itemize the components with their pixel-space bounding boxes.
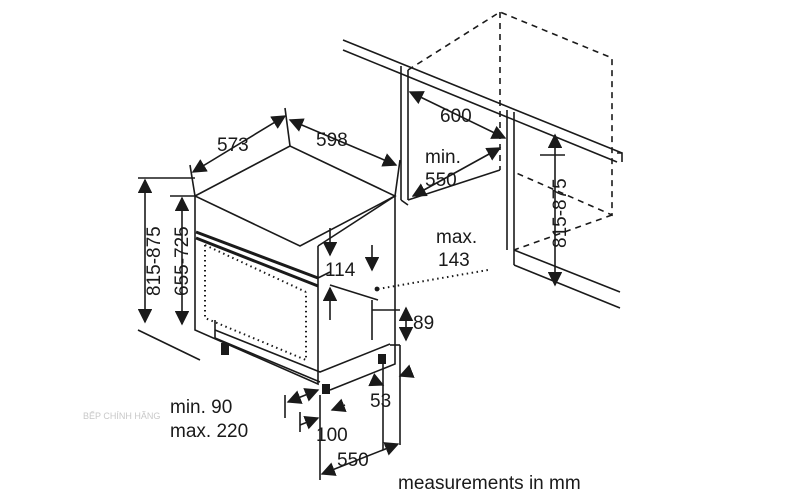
label-foot-min: min. 90 — [170, 397, 232, 418]
dimension-lines — [137, 91, 565, 480]
label-panel-gap-114: 114 — [325, 260, 356, 281]
label-niche-depth-min: min. — [425, 147, 461, 168]
label-panel-max-value: 143 — [438, 250, 470, 271]
label-niche-height: 815-875 — [550, 178, 571, 248]
label-units-note: measurements in mm — [398, 473, 581, 494]
label-niche-depth-value: 550 — [425, 170, 457, 191]
label-panel-max: max. — [436, 227, 477, 248]
label-height-total: 815-875 — [144, 226, 165, 296]
label-depth-573: 573 — [217, 135, 249, 156]
watermark-text: BẾP CHÍNH HÃNG — [83, 411, 160, 421]
label-foot-53: 53 — [370, 391, 391, 412]
label-plinth-89: 89 — [413, 313, 434, 334]
label-foot-100: 100 — [316, 425, 348, 446]
label-niche-width-600: 600 — [440, 106, 472, 127]
dishwasher-body — [193, 145, 397, 394]
label-height-body: 655-725 — [172, 226, 193, 296]
label-base-550: 550 — [337, 450, 369, 471]
label-foot-max: max. 220 — [170, 421, 248, 442]
label-width-598: 598 — [316, 130, 348, 151]
